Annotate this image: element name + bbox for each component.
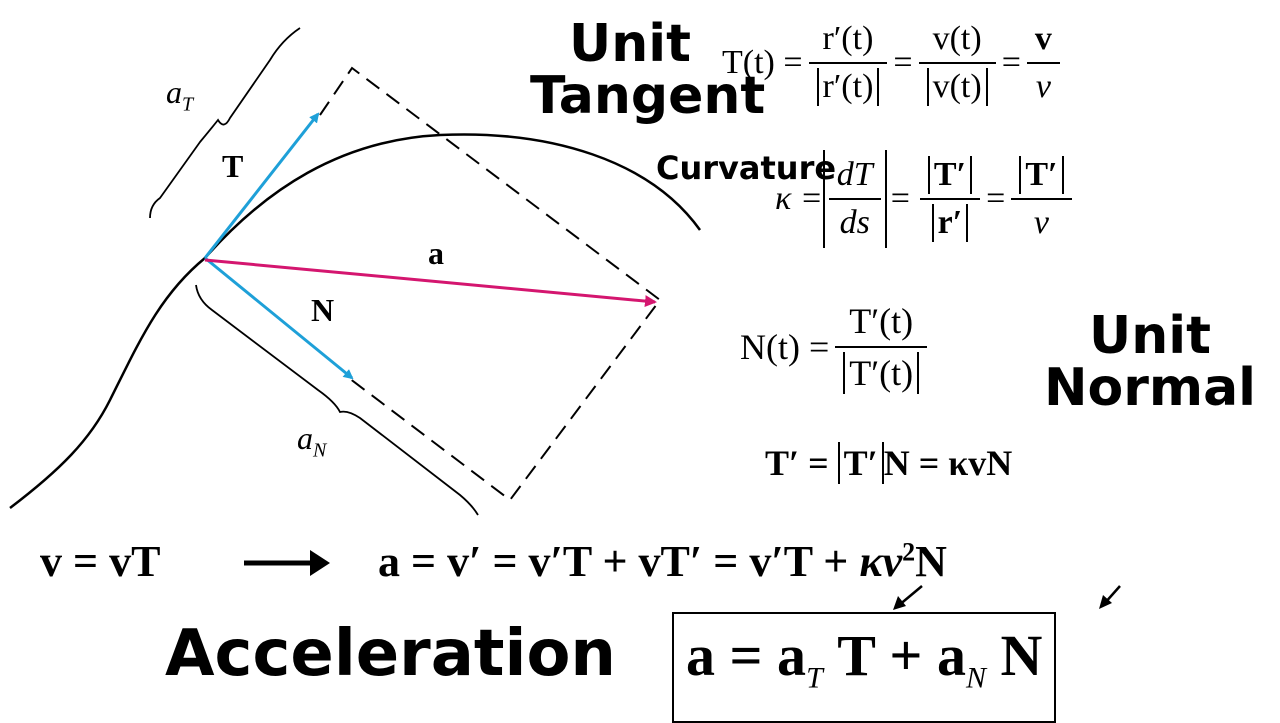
formula-N-frac: T′(t) T′(t) [835,300,928,394]
title-unit-normal: Unit Normal [1040,310,1260,414]
tangent-vector [203,112,320,259]
formula-T-lhs: T(t) = [722,44,803,81]
label-T: T [222,148,244,184]
formula-boxed-part3: N [1000,623,1043,688]
formula-T-eq1: = [893,44,913,81]
formula-a-part1: a = v′ = v′T + vT′ = v′T + [378,537,849,586]
title-acceleration: Acceleration [165,617,616,691]
formula-T-frac2: v(t) v(t) [918,20,996,106]
label-aT-sub: T [182,93,194,116]
formula-a-part2: κv [859,537,903,586]
formula-Tprime-rest: N = κvN [883,443,1013,483]
formula-T-frac3: v v [1026,20,1060,106]
formula-a-sup: 2 [902,537,916,567]
title-unit-tangent: Unit Tangent [530,14,766,126]
formula-K-lhs: κ = [775,180,823,217]
normal-vector [204,256,354,380]
label-N: N [311,292,335,328]
title-unit-tangent-line1: Unit [569,14,691,74]
formula-Tprime-mid: T′ [837,442,884,484]
brace-aN [195,284,479,516]
formula-N-den: T′(t) [843,352,920,394]
formula-K-frac1-num: dT [828,156,881,200]
formula-K-frac2-den: r′ [931,204,969,242]
formula-N-num: T′(t) [835,300,928,348]
formula-K-eq2: = [986,180,1006,217]
title-curvature: Curvature [656,149,837,187]
brace-aT [149,27,301,219]
formula-T-frac1-den: r′(t) [816,68,880,106]
title-unit-normal-line1: Unit [1089,306,1211,366]
formula-K-abs: dT ds [822,150,887,248]
acceleration-vector [204,258,657,308]
formula-curvature: κ = dT ds = T′ r′ = T′ v [775,150,1078,248]
title-unit-tangent-line2: Tangent [530,66,766,126]
label-aN: aN [297,420,326,462]
formula-acceleration-expanded: a = v′ = v′T + vT′ = v′T + κv2N [378,536,947,587]
label-aT-main: a [166,74,182,110]
formula-T-frac1-num: r′(t) [808,20,888,64]
formula-unit-normal: N(t) = T′(t) T′(t) [740,300,933,394]
formula-T-frac1: r′(t) r′(t) [808,20,888,106]
formula-K-frac2: T′ r′ [919,156,981,242]
formula-T-prime: T′ = T′N = κvN [765,442,1012,484]
label-aT: aT [166,74,193,116]
label-aN-sub: N [313,439,327,462]
label-a: a [428,235,444,271]
formula-K-frac3-den: v [1033,204,1049,241]
formula-boxed-sub1: T [806,661,823,695]
formula-T-frac3-den: v [1035,68,1051,105]
formula-K-frac3-num: T′ [1019,156,1064,194]
formula-N-lhs: N(t) = [740,327,830,367]
formula-velocity: v = vT [40,537,161,586]
formula-boxed-part1: a = a [686,623,807,688]
formula-T-frac2-den: v(t) [926,68,988,106]
path-curve [9,133,702,509]
formula-acceleration-boxed: a = aT T + aN N [672,612,1057,723]
formula-K-eq1: = [890,180,910,217]
formula-T-frac2-num: v(t) [918,20,996,64]
formula-T-frac3-num: v [1026,20,1060,64]
formula-Tprime-lhs: T′ = [765,443,838,483]
dashed-projection-rect [319,66,662,502]
formula-K-frac1-den: ds [839,204,870,241]
formula-K-frac2-num: T′ [927,156,973,194]
formula-boxed-sub2: N [965,661,986,695]
formula-unit-tangent: T(t) = r′(t) r′(t) = v(t) v(t) = v v [722,20,1066,106]
title-unit-normal-line2: Normal [1044,358,1256,418]
formula-a-part3: N [915,537,947,586]
formula-T-eq2: = [1001,44,1021,81]
formula-boxed-part2: T + a [837,623,966,688]
formula-K-frac3: T′ v [1011,156,1072,242]
label-aN-main: a [297,420,313,456]
